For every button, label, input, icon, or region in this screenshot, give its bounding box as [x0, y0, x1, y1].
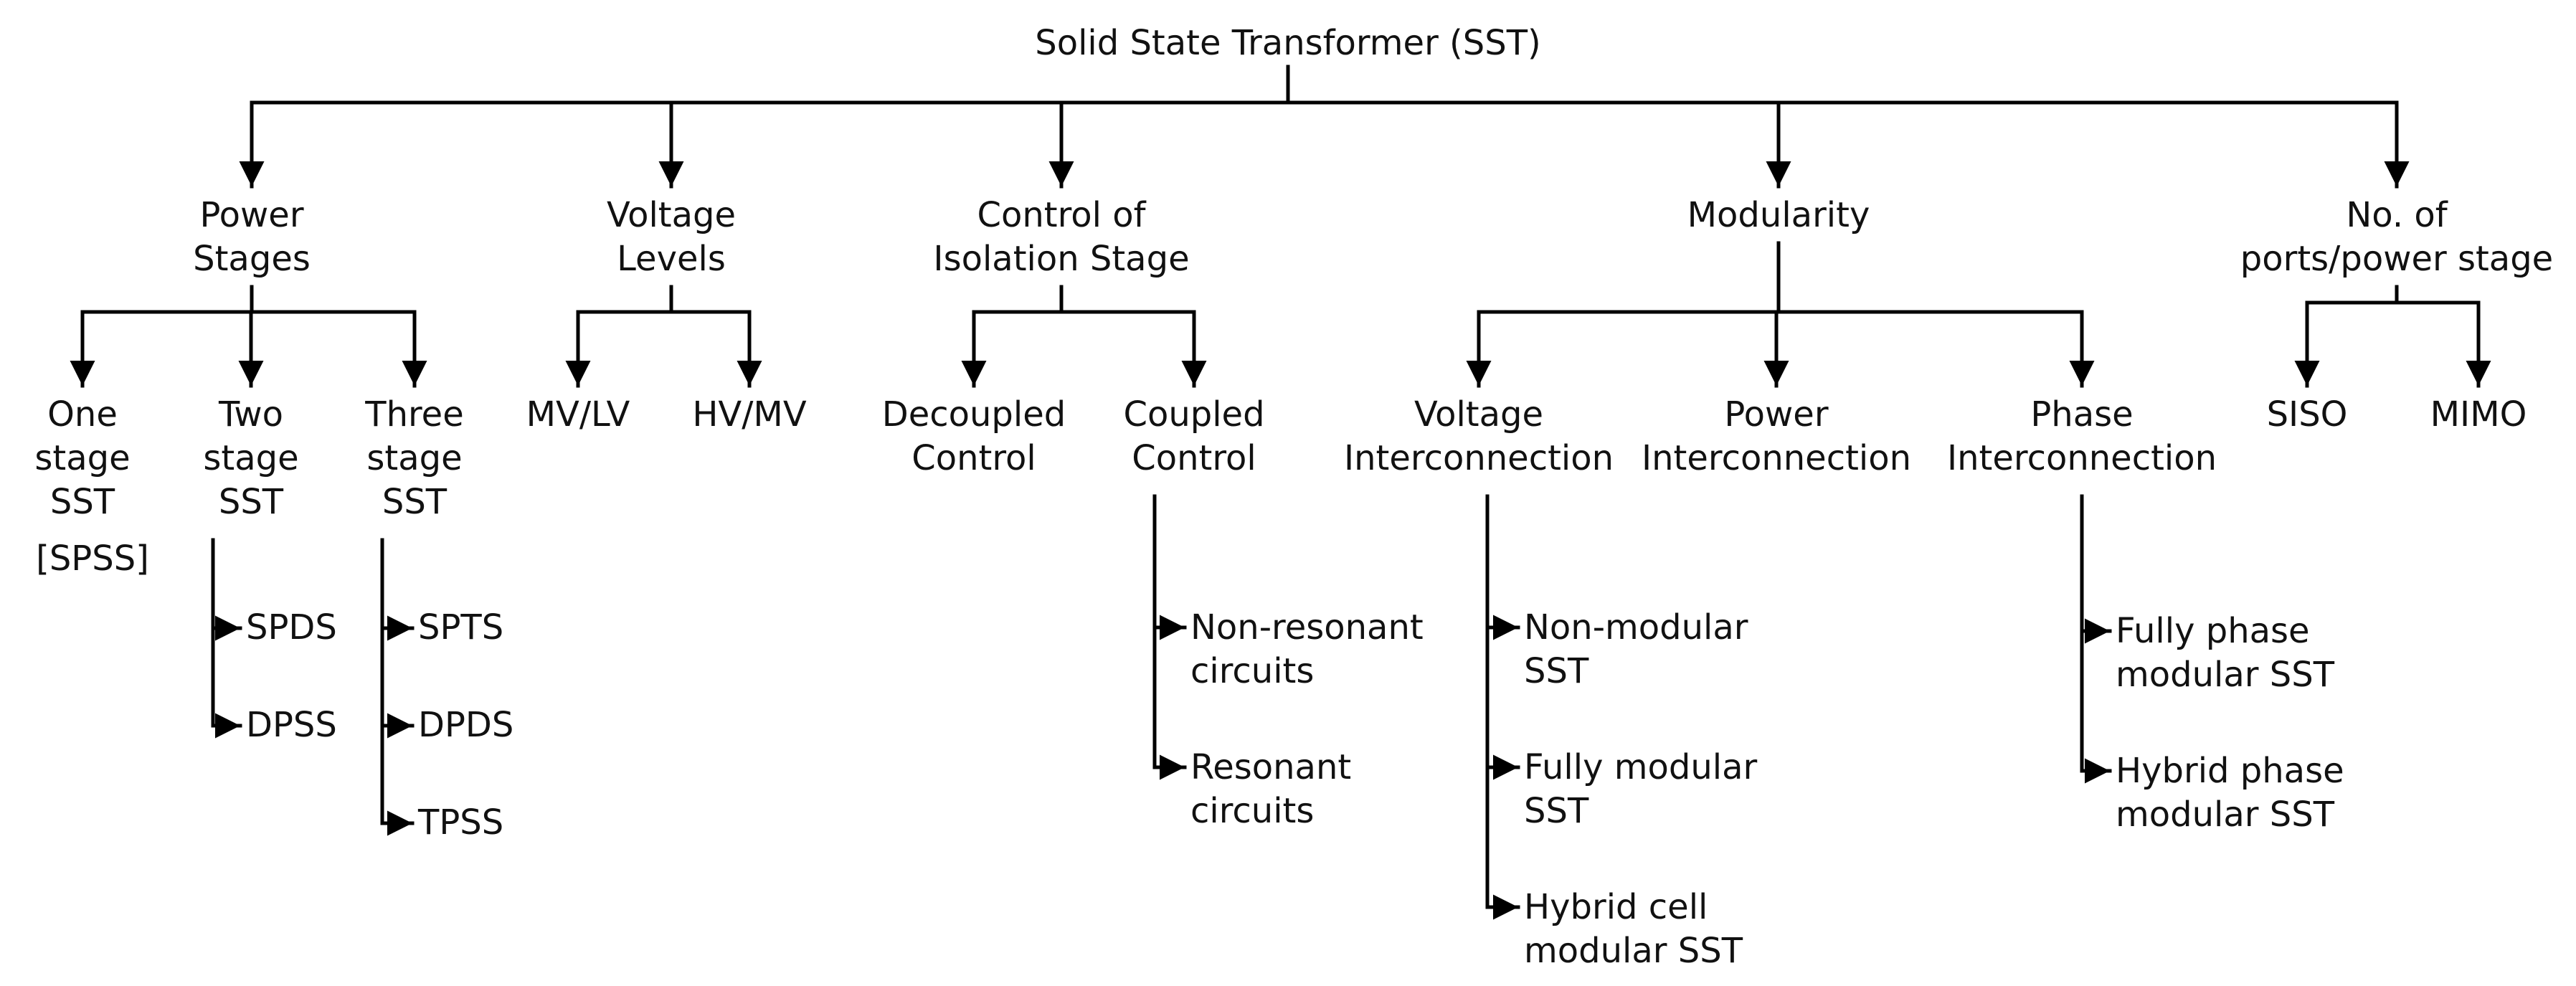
node-mv-lv: MV/LV: [526, 393, 630, 437]
leaf-hybrid-cell-modular-sst-line: modular SST: [1524, 931, 1743, 971]
leaf-non-resonant-circuits-line: circuits: [1190, 651, 1315, 691]
category-voltage-levels-line: Levels: [617, 239, 726, 279]
category-modularity: Modularity: [1687, 194, 1870, 237]
node-three-stage-sst-line: SST: [382, 482, 448, 522]
node-voltage-interconnection-line: Voltage: [1414, 394, 1544, 435]
node-mimo: MIMO: [2430, 393, 2527, 437]
root-title: Solid State Transformer (SST): [1035, 22, 1541, 65]
category-power-stages-line: Stages: [193, 239, 311, 279]
leaf-non-modular-sst-line: SST: [1524, 651, 1589, 691]
node-mimo-line: MIMO: [2430, 394, 2527, 435]
node-one-stage-sst-line: SST: [49, 482, 115, 522]
node-power-interconnection-line: Power: [1724, 394, 1829, 435]
node-siso-line: SISO: [2266, 394, 2348, 435]
node-mv-lv-line: MV/LV: [526, 394, 630, 435]
leaf-tpss: TPSS: [418, 801, 503, 845]
leaf-spds-line: SPDS: [246, 607, 337, 648]
node-three-stage-sst-line: Three: [365, 394, 464, 435]
category-control-isolation-line: Control of: [977, 195, 1146, 235]
category-voltage-levels-line: Voltage: [606, 195, 737, 235]
node-coupled-control-line: Control: [1132, 438, 1256, 478]
leaf-hybrid-cell-modular-sst-line: Hybrid cell: [1524, 887, 1708, 927]
node-three-stage-sst-line: stage: [366, 438, 463, 478]
node-phase-interconnection-line: Phase: [2030, 394, 2134, 435]
category-control-isolation-line: Isolation Stage: [933, 239, 1190, 279]
node-decoupled-control-line: Control: [911, 438, 1036, 478]
node-two-stage-sst-line: SST: [218, 482, 284, 522]
leaf-resonant-circuits-line: circuits: [1190, 791, 1315, 831]
leaf-dpss-line: DPSS: [246, 705, 337, 745]
leaf-non-resonant-circuits-line: Non-resonant: [1190, 607, 1424, 648]
leaf-non-modular-sst-line: Non-modular: [1524, 607, 1748, 648]
leaf-spds: SPDS: [246, 606, 337, 650]
node-one-stage-sst-line: One: [47, 394, 118, 435]
node-siso: SISO: [2267, 393, 2348, 437]
leaf-spts: SPTS: [418, 606, 503, 650]
leaf-dpds-line: DPDS: [418, 705, 514, 745]
node-one-stage-sst-line: stage: [34, 438, 131, 478]
category-ports-line: No. of: [2346, 195, 2448, 235]
node-hv-mv-line: HV/MV: [692, 394, 807, 435]
leaf-tpss-line: TPSS: [418, 802, 504, 843]
node-voltage-interconnection-line: Interconnection: [1343, 438, 1614, 478]
note-spss-line: [SPSS]: [36, 539, 149, 579]
category-modularity-line: Modularity: [1687, 195, 1870, 235]
leaf-fully-modular-sst-line: Fully modular: [1524, 747, 1758, 787]
node-power-interconnection-line: Interconnection: [1641, 438, 1912, 478]
leaf-fully-phase-modular-sst-line: Fully phase: [2116, 611, 2310, 651]
leaf-spts-line: SPTS: [418, 607, 504, 648]
leaf-hybrid-phase-modular-sst-line: Hybrid phase: [2116, 751, 2344, 791]
node-hv-mv: HV/MV: [692, 393, 806, 437]
leaf-dpss: DPSS: [246, 703, 337, 747]
leaf-fully-phase-modular-sst-line: modular SST: [2116, 655, 2335, 695]
leaf-fully-modular-sst-line: SST: [1524, 791, 1589, 831]
category-power-stages-line: Power: [199, 195, 304, 235]
leaf-dpds: DPDS: [418, 703, 513, 747]
category-ports-line: ports/power stage: [2240, 239, 2554, 279]
leaf-resonant-circuits-line: Resonant: [1190, 747, 1352, 787]
note-spss: [SPSS]: [36, 537, 149, 581]
node-phase-interconnection-line: Interconnection: [1946, 438, 2217, 478]
node-decoupled-control-line: Decoupled: [881, 394, 1066, 435]
leaf-hybrid-phase-modular-sst-line: modular SST: [2116, 795, 2335, 835]
node-two-stage-sst-line: stage: [203, 438, 299, 478]
root-title-line: Solid State Transformer (SST): [1035, 23, 1541, 63]
node-coupled-control-line: Coupled: [1123, 394, 1265, 435]
node-two-stage-sst-line: Two: [219, 394, 283, 435]
